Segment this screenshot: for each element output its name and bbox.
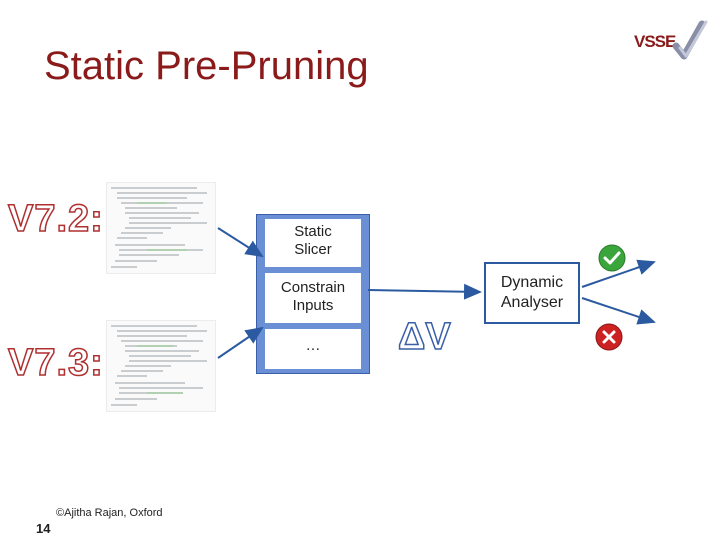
constrain-line2: Inputs xyxy=(292,297,334,314)
source-code-thumbnail-v7-3 xyxy=(106,320,216,412)
arrow-v72-to-slicer xyxy=(217,227,264,258)
dynamic-analyser-box: Dynamic Analyser xyxy=(484,262,580,324)
arrow-analyser-to-fail xyxy=(581,297,656,325)
copyright-text: ©Ajitha Rajan, Oxford xyxy=(56,507,163,519)
code-lines-icon xyxy=(111,325,207,406)
static-slicer-line2: Slicer xyxy=(294,241,332,258)
version-label-7-2: V7.2: xyxy=(7,197,104,241)
analyser-line1: Dynamic xyxy=(500,274,564,291)
arrow-v73-to-slicer xyxy=(217,326,264,359)
source-code-thumbnail-v7-2 xyxy=(106,182,216,274)
logo-check-icon xyxy=(672,20,708,60)
vsse-logo: VSSE xyxy=(630,18,710,68)
arrow-slicer-to-analyser xyxy=(367,283,482,300)
x-icon xyxy=(595,323,623,351)
static-slicer-box: Static Slicer Constrain Inputs … xyxy=(256,214,370,374)
code-lines-icon xyxy=(111,187,207,268)
delta-v-label: ΔV xyxy=(397,315,451,359)
logo-text: VSSE xyxy=(634,32,676,51)
version-label-7-3: V7.3: xyxy=(7,341,104,385)
constrain-inputs-label: Constrain Inputs xyxy=(265,273,361,323)
arrow-analyser-to-pass xyxy=(581,259,656,288)
static-slicer-line1: Static xyxy=(294,223,332,240)
slide-title: Static Pre-Pruning xyxy=(44,44,369,88)
page-number: 14 xyxy=(36,521,51,536)
static-slicer-label: Static Slicer xyxy=(265,219,361,267)
more-steps-label: … xyxy=(265,329,361,369)
check-icon xyxy=(598,244,626,272)
constrain-line1: Constrain xyxy=(280,279,346,296)
analyser-line2: Analyser xyxy=(500,294,564,311)
